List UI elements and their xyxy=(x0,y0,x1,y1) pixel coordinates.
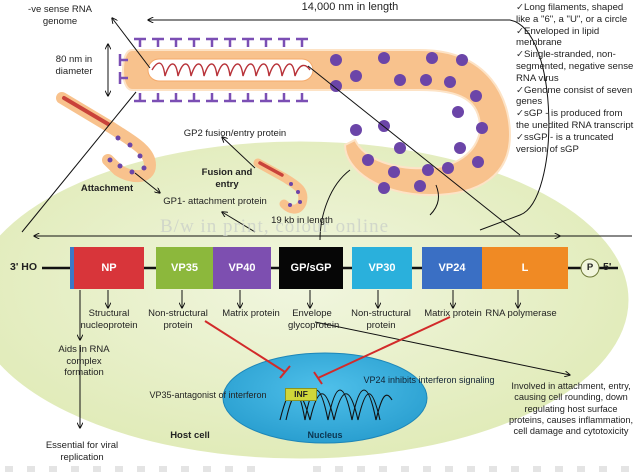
np-role-rna-complex: Aids in RNA complex formation xyxy=(58,344,110,378)
host-cell-label: Host cell xyxy=(170,430,210,441)
fact-item: ✓Genome consist of seven genes xyxy=(516,84,633,108)
vp35-function: Non-structural protein xyxy=(148,308,208,331)
l-function: RNA polymerase xyxy=(485,308,557,319)
host-cell xyxy=(0,138,632,462)
nucleus xyxy=(222,352,428,444)
nucleus-label: Nucleus xyxy=(307,430,343,440)
diameter-label: 80 nm in diameter xyxy=(55,54,93,77)
cap-label: P xyxy=(586,262,594,273)
gene-vp35: VP35 xyxy=(156,247,213,289)
check-icon: ✓ xyxy=(516,25,525,37)
length-label: 14,000 nm in length xyxy=(301,1,399,13)
inf-gene-box: INF xyxy=(285,388,317,401)
gp-function: Envelope glycoprotein xyxy=(288,308,340,331)
gp2-label: GP2 fusion/entry protein xyxy=(183,128,287,139)
gene-np: NP xyxy=(74,247,144,289)
np-function: Structural nucleoprotein xyxy=(80,308,138,331)
vp24-function: Matrix protein xyxy=(424,308,482,319)
check-icon: ✓ xyxy=(516,131,525,143)
vp40-function: Matrix protein xyxy=(222,308,280,319)
gp-effects-note: Involved in attachment, entry, causing c… xyxy=(508,381,634,437)
gene-vp40: VP40 xyxy=(213,247,271,289)
fact-item: ✓Single-stranded, non-segmented, negativ… xyxy=(516,49,634,84)
gene-vp30: VP30 xyxy=(352,247,412,289)
check-icon: ✓ xyxy=(516,108,525,120)
genome-5-end: 5' xyxy=(603,261,612,273)
vp30-function: Non-structural protein xyxy=(351,308,411,331)
vp24-note: VP24 inhibits interferon signaling xyxy=(363,375,495,385)
fact-item: ✓ssGP - is a truncated version of sGP xyxy=(516,131,614,155)
watermark: B/w in print, colour online xyxy=(160,216,390,237)
check-icon: ✓ xyxy=(516,84,525,96)
facts-list: ✓Long filaments, shaped like a "6", a "U… xyxy=(516,2,634,155)
gene-gp-sgp: GP/sGP xyxy=(279,247,343,289)
genome-label: -ve sense RNA genome xyxy=(28,4,92,27)
gene-vp24: VP24 xyxy=(422,247,482,289)
gp1-label: GP1- attachment protein xyxy=(163,196,267,207)
np-role-replication: Essential for viral replication xyxy=(45,440,119,463)
genome-length-label: 19 kb in length xyxy=(271,215,333,226)
rna-coil xyxy=(151,62,311,77)
genome-pointer xyxy=(112,18,151,69)
phosphate-circle xyxy=(580,258,600,278)
fact-item: ✓Long filaments, shaped like a "6", a "U… xyxy=(516,2,628,25)
fact-item: ✓Enveloped in lipid membrane xyxy=(516,25,600,49)
fusing-virion xyxy=(253,158,308,214)
genome-3-end: 3' HO xyxy=(10,261,38,273)
gene-l: L xyxy=(482,247,568,289)
fact-item: ✓sGP - is produced from the unedited RNA… xyxy=(516,108,634,131)
check-icon: ✓ xyxy=(516,2,525,13)
bottom-strip xyxy=(5,466,629,472)
attachment-label: Attachment xyxy=(80,183,134,194)
vp35-note: VP35-antagonist of interferon xyxy=(149,390,267,400)
check-icon: ✓ xyxy=(516,49,525,61)
fusion-entry-label: Fusion and entry xyxy=(201,167,253,190)
ebola-virion xyxy=(118,37,512,197)
attaching-virion xyxy=(56,92,157,183)
